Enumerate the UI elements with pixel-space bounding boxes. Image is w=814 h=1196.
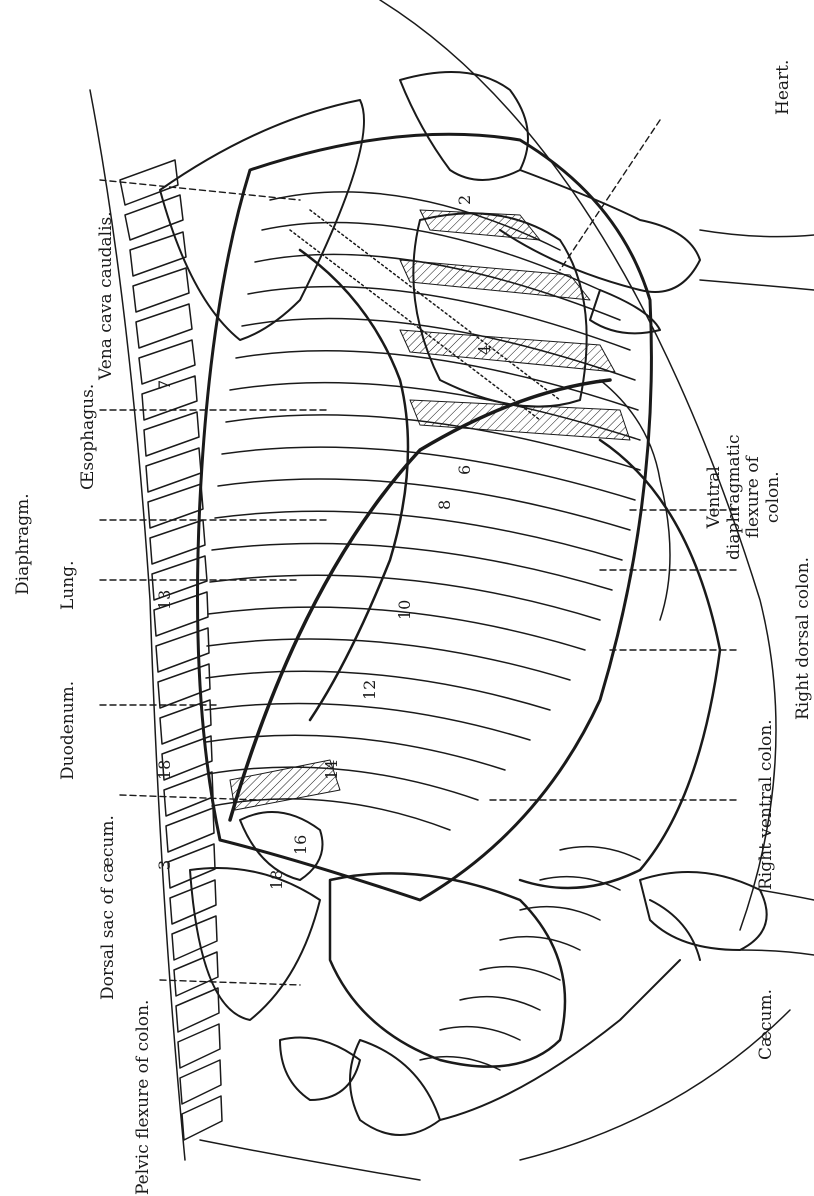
rib-number-2: 2 (455, 195, 474, 205)
leader-lines (100, 120, 740, 985)
shoulder-joint (400, 72, 528, 180)
femur (440, 900, 700, 1120)
label-caecum: Cæcum. (758, 989, 775, 1060)
hindlimb (740, 890, 814, 955)
spine-number-3: 3 (155, 860, 174, 870)
right-ventral-colon (520, 440, 720, 888)
label-right-dorsal-colon: Right dorsal colon. (795, 557, 812, 720)
rib-number-12: 12 (360, 680, 379, 700)
spine-number-7: 7 (155, 380, 174, 390)
label-vena-cava: Vena cava caudalis. (98, 211, 115, 380)
caecum (330, 873, 565, 1066)
hatched-rib-segments (230, 210, 630, 810)
rib-number-18: 18 (267, 870, 286, 890)
forelimb (700, 230, 814, 290)
label-heart: Heart. (775, 60, 792, 115)
label-pelvic-flexure: Pelvic flexure of colon. (135, 1000, 152, 1195)
stifle (640, 872, 767, 950)
rib-number-14: 14 (322, 760, 341, 780)
rib-number-16: 16 (291, 835, 310, 855)
spine-number-13: 13 (155, 590, 174, 610)
label-right-ventral-colon: Right ventral colon. (758, 719, 775, 890)
label-esophagus: Œsophagus. (80, 384, 97, 490)
scapula (160, 100, 364, 340)
rib-number-4: 4 (475, 345, 494, 355)
label-diaphragm: Diaphragm. (15, 493, 32, 595)
label-dorsal-sac: Dorsal sac of cæcum. (100, 815, 117, 1000)
label-duodenum: Duodenum. (60, 681, 77, 780)
spine-number-18: 18 (155, 760, 174, 780)
pelvic-flexure (280, 1038, 360, 1101)
tail-base (200, 1140, 420, 1180)
label-ventral-flexure: Ventral diaphragmatic flexure of colon. (705, 435, 783, 560)
rib-number-10: 10 (395, 600, 414, 620)
rib-number-6: 6 (455, 465, 474, 475)
rib-number-8: 8 (435, 500, 454, 510)
label-lung: Lung. (60, 561, 77, 610)
